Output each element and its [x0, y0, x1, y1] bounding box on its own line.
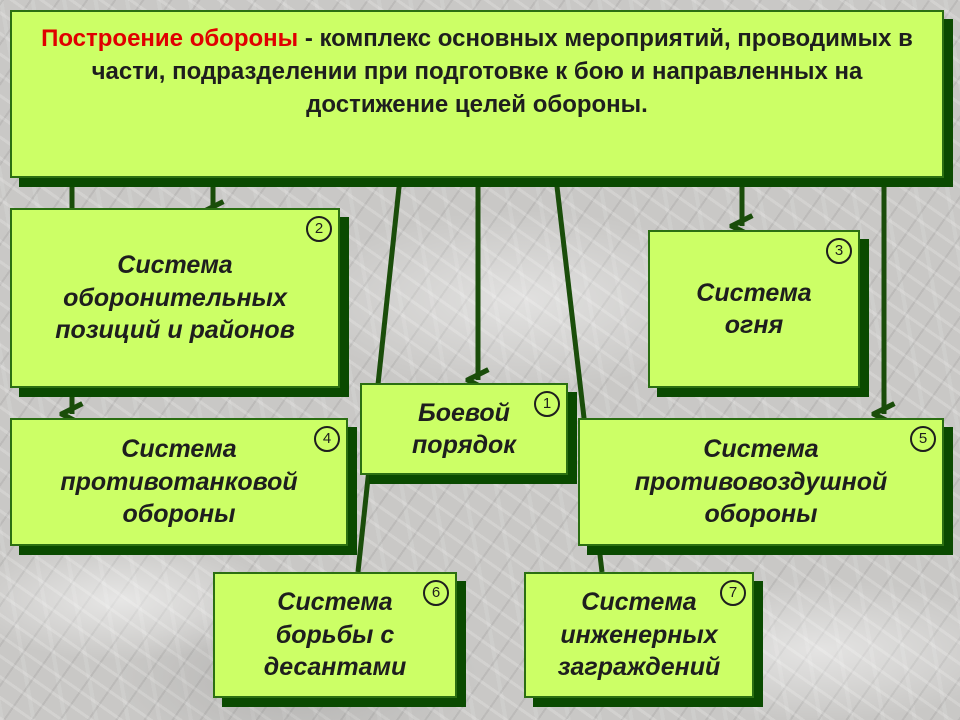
box-label: Система противовоздушной обороны [634, 435, 888, 529]
box-label: Система оборонительных позиций и районов [55, 251, 295, 345]
number-badge: 4 [314, 426, 340, 452]
box-defensive-positions: Система оборонительных позиций и районов… [10, 208, 340, 388]
box-label: Система борьбы с десантами [263, 588, 407, 682]
line-to-box-6 [355, 177, 403, 573]
number-badge: 5 [910, 426, 936, 452]
box-air-defense: Система противовоздушной обороны 5 [578, 418, 944, 546]
defined-term: Построение обороны [41, 25, 299, 52]
number-badge: 6 [423, 580, 449, 606]
box-engineering-obstacles: Система инженерных заграждений 7 [524, 572, 754, 698]
box-label: Система инженерных заграждений [557, 588, 721, 682]
box-label: Боевой порядок [412, 398, 516, 460]
definition-header: Построение обороны - комплекс основных м… [10, 10, 944, 178]
box-antitank-defense: Система противотанковой обороны 4 [10, 418, 348, 546]
box-counter-landing: Система борьбы с десантами 6 [213, 572, 457, 698]
number-badge: 3 [826, 238, 852, 264]
number-badge: 7 [720, 580, 746, 606]
box-label: Система противотанковой обороны [60, 435, 298, 529]
number-badge: 2 [306, 216, 332, 242]
box-battle-order: Боевой порядок 1 [360, 383, 568, 475]
box-label: Система огня [696, 278, 812, 340]
definition-text: комплекс основных мероприятий, проводимы… [91, 25, 913, 119]
term-separator: - [298, 25, 320, 52]
number-badge: 1 [534, 391, 560, 417]
box-fire-system: Система огня 3 [648, 230, 860, 388]
